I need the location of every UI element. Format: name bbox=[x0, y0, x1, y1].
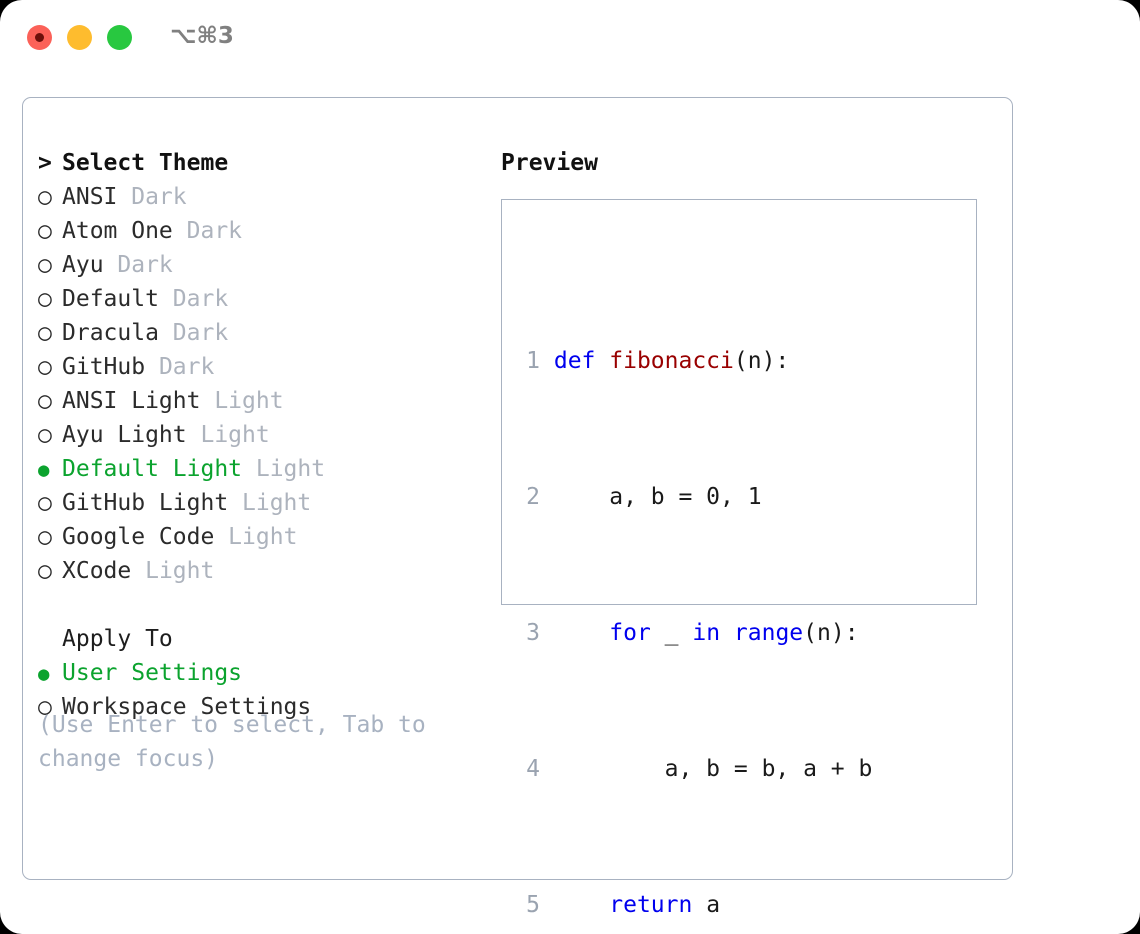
radio-unselected-icon[interactable]: ○ bbox=[38, 558, 66, 584]
code-token: for bbox=[609, 620, 651, 646]
theme-option-label: Ayu bbox=[62, 252, 104, 278]
line-number: 2 bbox=[526, 484, 540, 510]
radio-unselected-icon[interactable]: ○ bbox=[38, 422, 66, 448]
theme-option-atom-one-dark[interactable]: ○ Atom One Dark bbox=[38, 214, 508, 248]
code-token bbox=[554, 620, 609, 646]
theme-option-github-light[interactable]: ○ GitHub Light Light bbox=[38, 486, 508, 520]
apply-to-header-label: Apply To bbox=[62, 626, 173, 652]
close-window-button[interactable] bbox=[27, 25, 52, 50]
theme-option-google-code[interactable]: ○ Google Code Light bbox=[38, 520, 508, 554]
radio-unselected-icon[interactable]: ○ bbox=[38, 218, 66, 244]
list-spacer bbox=[38, 588, 508, 622]
title-bar: ⌥⌘3 bbox=[0, 0, 1140, 78]
code-token: a, b = 0, 1 bbox=[553, 484, 762, 510]
preview-title: Preview bbox=[501, 150, 598, 176]
theme-picker-panel: > Select Theme ○ ANSI Dark ○ Atom One Da… bbox=[22, 97, 1013, 918]
theme-option-tag: Light bbox=[186, 422, 270, 448]
maximize-window-button[interactable] bbox=[107, 25, 132, 50]
theme-option-label: Default bbox=[62, 286, 159, 312]
code-line: 4 a, b = b, a + b bbox=[515, 752, 914, 786]
theme-option-tag: Dark bbox=[145, 354, 215, 380]
code-line: 5 return a bbox=[515, 888, 914, 922]
theme-option-label: XCode bbox=[62, 558, 132, 584]
code-token: (n): bbox=[733, 348, 790, 374]
theme-option-tag: Dark bbox=[103, 252, 173, 278]
apply-to-header: Apply To bbox=[38, 622, 508, 656]
theme-option-label: Ayu Light bbox=[62, 422, 187, 448]
theme-option-ansi-dark[interactable]: ○ ANSI Dark bbox=[38, 180, 508, 214]
theme-option-label: ANSI Light bbox=[62, 388, 201, 414]
line-number: 5 bbox=[526, 892, 540, 918]
radio-unselected-icon[interactable]: ○ bbox=[38, 320, 66, 346]
line-number: 1 bbox=[526, 348, 540, 374]
theme-option-label: GitHub Light bbox=[62, 490, 229, 516]
code-line: 3 for _ in range(n): bbox=[515, 616, 914, 650]
theme-option-github-dark[interactable]: ○ GitHub Dark bbox=[38, 350, 508, 384]
theme-option-ayu-light[interactable]: ○ Ayu Light Light bbox=[38, 418, 508, 452]
apply-to-indent bbox=[38, 622, 62, 656]
code-line: 1 def fibonacci(n): bbox=[515, 344, 914, 378]
theme-option-label: GitHub bbox=[62, 354, 146, 380]
apply-to-option-workspace-settings[interactable]: ○ Workspace Settings bbox=[38, 690, 508, 724]
select-theme-header-label: Select Theme bbox=[62, 150, 229, 176]
code-token: range bbox=[733, 620, 804, 646]
code-token: in bbox=[692, 620, 721, 646]
keyboard-hint-text: (Use Enter to select, Tab to change focu… bbox=[38, 712, 440, 772]
radio-unselected-icon[interactable]: ○ bbox=[38, 490, 66, 516]
radio-unselected-icon[interactable]: ○ bbox=[38, 388, 66, 414]
radio-unselected-icon[interactable]: ○ bbox=[38, 252, 66, 278]
theme-option-tag: Dark bbox=[158, 320, 229, 346]
theme-option-label: Default Light bbox=[62, 456, 243, 482]
traffic-light-controls bbox=[27, 25, 132, 50]
radio-unselected-icon[interactable]: ○ bbox=[38, 524, 66, 550]
preview-code: 1 def fibonacci(n): 2 a, b = 0, 1 3 for … bbox=[515, 242, 914, 934]
theme-selection-column: > Select Theme ○ ANSI Dark ○ Atom One Da… bbox=[38, 146, 508, 724]
select-theme-header: > Select Theme bbox=[38, 146, 508, 180]
radio-unselected-icon[interactable]: ○ bbox=[38, 694, 66, 720]
theme-option-tag: Light bbox=[214, 524, 298, 550]
radio-selected-icon[interactable]: ● bbox=[38, 459, 61, 481]
theme-option-label: Google Code bbox=[62, 524, 215, 550]
keyboard-shortcut-label: ⌥⌘3 bbox=[170, 23, 234, 49]
code-token: (n): bbox=[803, 620, 859, 646]
theme-option-ansi-light[interactable]: ○ ANSI Light Light bbox=[38, 384, 508, 418]
apply-to-option-user-settings[interactable]: ● User Settings bbox=[38, 656, 508, 690]
code-token: a bbox=[692, 892, 721, 918]
theme-option-label: Atom One bbox=[62, 218, 173, 244]
theme-option-ayu-dark[interactable]: ○ Ayu Dark bbox=[38, 248, 508, 282]
line-number: 4 bbox=[526, 756, 540, 782]
code-token: def bbox=[553, 348, 610, 374]
preview-column: Preview 1 def fibonacci(n): 2 a, b = 0, … bbox=[501, 146, 1001, 918]
radio-unselected-icon[interactable]: ○ bbox=[38, 286, 66, 312]
code-token: fibonacci bbox=[609, 348, 734, 374]
code-token: return bbox=[609, 892, 693, 918]
minimize-window-button[interactable] bbox=[67, 25, 92, 50]
preview-box: 1 def fibonacci(n): 2 a, b = 0, 1 3 for … bbox=[501, 199, 977, 918]
prompt-caret-icon: > bbox=[38, 150, 66, 176]
apply-to-option-label: Workspace Settings bbox=[62, 694, 312, 720]
code-token bbox=[720, 620, 734, 646]
code-line: 2 a, b = 0, 1 bbox=[515, 480, 914, 514]
theme-option-tag: Light bbox=[200, 388, 284, 414]
theme-option-tag: Light bbox=[242, 456, 326, 482]
code-token bbox=[554, 892, 609, 918]
theme-option-dracula-dark[interactable]: ○ Dracula Dark bbox=[38, 316, 508, 350]
apply-to-option-label: User Settings bbox=[62, 660, 243, 686]
radio-selected-icon[interactable]: ● bbox=[38, 663, 61, 685]
theme-option-default-dark[interactable]: ○ Default Dark bbox=[38, 282, 508, 316]
theme-option-label: ANSI bbox=[62, 184, 118, 210]
code-token: _ bbox=[650, 620, 693, 646]
theme-option-tag: Dark bbox=[158, 286, 229, 312]
code-token: a, b = b, a + b bbox=[553, 756, 873, 782]
theme-option-tag: Dark bbox=[117, 184, 187, 210]
theme-option-tag: Dark bbox=[172, 218, 243, 244]
theme-option-tag: Light bbox=[228, 490, 312, 516]
theme-option-tag: Light bbox=[131, 558, 215, 584]
radio-unselected-icon[interactable]: ○ bbox=[38, 354, 66, 380]
theme-option-label: Dracula bbox=[62, 320, 159, 346]
radio-unselected-icon[interactable]: ○ bbox=[38, 184, 66, 210]
line-number: 3 bbox=[526, 620, 540, 646]
theme-option-xcode[interactable]: ○ XCode Light bbox=[38, 554, 508, 588]
theme-option-default-light[interactable]: ● Default Light Light bbox=[38, 452, 508, 486]
